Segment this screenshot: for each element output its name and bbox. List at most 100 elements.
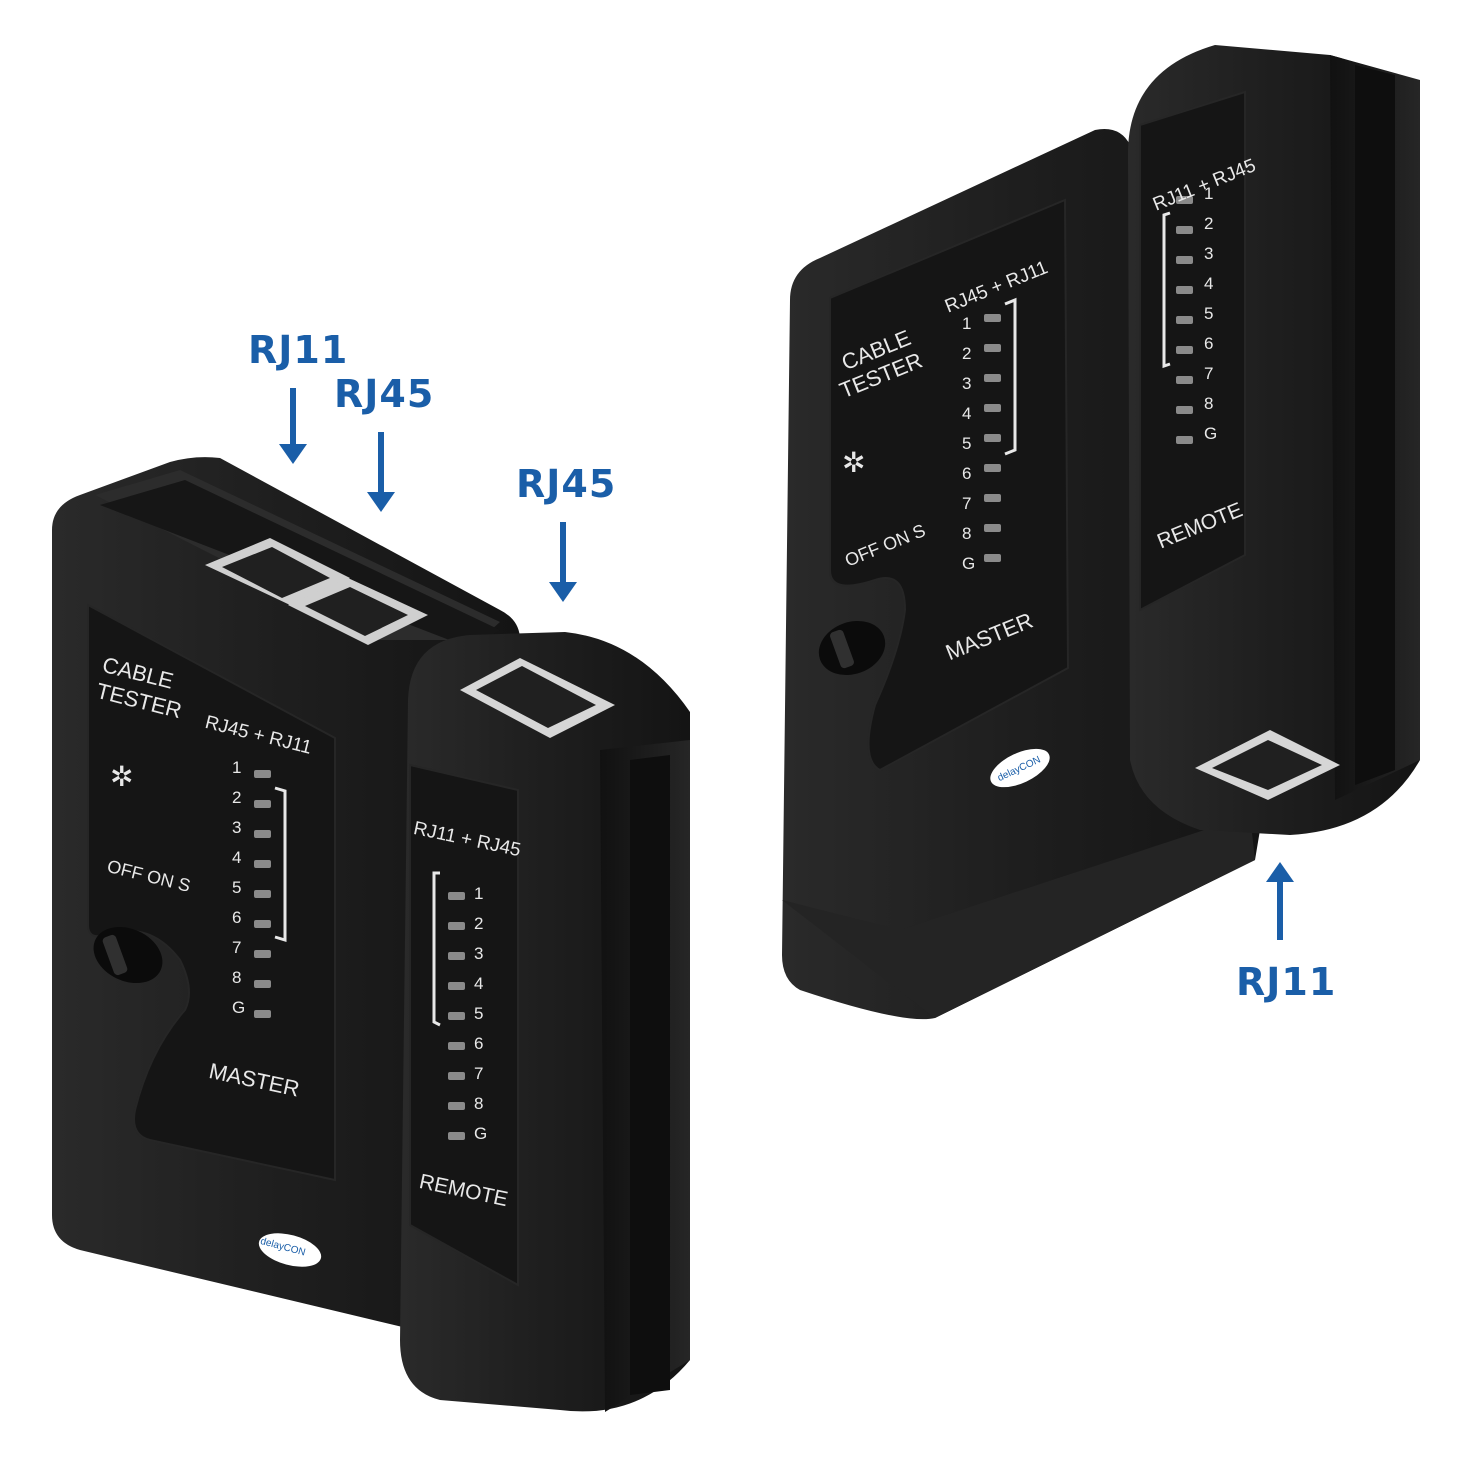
left-remote-pin-label: 2 [474,914,484,933]
right-master-led [984,434,1001,442]
left-master-led [254,800,271,808]
right-master-pin-label: G [962,554,976,573]
right-remote-pin-label: 6 [1204,334,1214,353]
left-remote-led [448,1042,465,1050]
right-remote-led [1176,226,1193,234]
left-remote-pin-label: 4 [474,974,484,993]
right-master-pin-label: 1 [962,314,972,333]
left-remote-led [448,922,465,930]
right-master-pin-label: 4 [962,404,972,423]
right-master-brand-logo [990,748,1050,788]
right-master-led [984,374,1001,382]
arrow-shaft [378,432,384,496]
left-master-led-column [254,770,271,1018]
right-master-pin-label: 6 [962,464,972,483]
right-remote-led [1176,406,1193,414]
right-remote-pin-label: 4 [1204,274,1214,293]
left-master-pin-label: 7 [232,938,242,957]
callout-left-rj45-remote: RJ45 [516,462,617,506]
right-remote-pin-label: 1 [1204,184,1214,203]
arrow-head [367,492,395,512]
left-master-device [52,457,520,1356]
arrow-left-rj45-master [367,432,395,512]
left-remote-device [400,632,690,1412]
left-master-rj45-port [205,538,350,605]
right-remote-led [1176,196,1193,204]
right-remote-led [1176,436,1193,444]
left-master-pin-label: 5 [232,878,242,897]
arrow-left-rj11 [279,388,307,464]
left-remote-led [448,892,465,900]
left-master-led [254,830,271,838]
left-remote-led-column [448,892,465,1140]
left-master-pin-label: 6 [232,908,242,927]
left-remote-led [448,1102,465,1110]
right-master-led [984,494,1001,502]
left-master-led [254,950,271,958]
left-remote-pin-label: 6 [474,1034,484,1053]
left-remote-led [448,952,465,960]
arrow-shaft [560,522,566,586]
arrow-left-rj45-remote [549,522,577,602]
right-master-pin-label: 8 [962,524,972,543]
callout-left-rj45-master: RJ45 [334,372,435,416]
right-master-led [984,314,1001,322]
left-master-pin-label: 3 [232,818,242,837]
right-remote-pin-label: G [1204,424,1218,443]
left-remote-pin-label: G [474,1124,488,1143]
right-remote-pin-label: 7 [1204,364,1214,383]
left-master-brand-logo [258,1233,322,1267]
left-master-pin-label: 2 [232,788,242,807]
left-remote-rj45-port [460,658,615,738]
right-remote-pin-label: 5 [1204,304,1214,323]
left-master-rj11-port [288,578,428,645]
left-master-power-icon: ✲ [110,761,134,792]
callout-right-rj11: RJ11 [1236,960,1337,1004]
right-remote-pin-label: 8 [1204,394,1214,413]
left-master-led [254,890,271,898]
right-remote-rj11-port [1195,730,1340,800]
arrow-shaft [290,388,296,448]
arrow-head [549,582,577,602]
left-master-led [254,860,271,868]
right-master-led [984,524,1001,532]
arrow-head [279,444,307,464]
right-master-pin-label: 7 [962,494,972,513]
right-master-led [984,404,1001,412]
left-remote-led [448,982,465,990]
left-master-pin-label: 4 [232,848,242,867]
right-remote-led [1176,286,1193,294]
left-remote-pin-label: 7 [474,1064,484,1083]
right-master-pin-label: 2 [962,344,972,363]
right-remote-pin-label: 2 [1204,214,1214,233]
right-remote-led [1176,346,1193,354]
right-master-pin-label: 3 [962,374,972,393]
arrow-head [1266,862,1294,882]
right-remote-led [1176,316,1193,324]
left-remote-pin-label: 8 [474,1094,484,1113]
left-remote-pin-label: 3 [474,944,484,963]
left-remote-led [448,1012,465,1020]
left-master-led [254,920,271,928]
left-remote-led [448,1072,465,1080]
left-master-led [254,1010,271,1018]
right-master-led [984,344,1001,352]
left-master-pin-label: G [232,998,246,1017]
right-master-led [984,554,1001,562]
right-master-led-column [984,314,1001,562]
left-master-led [254,770,271,778]
right-remote-device [1128,45,1420,835]
right-remote-led [1176,256,1193,264]
left-master-pin-label: 8 [232,968,242,987]
left-remote-pin-label: 5 [474,1004,484,1023]
right-master-pin-label: 5 [962,434,972,453]
arrow-right-rj11 [1266,862,1294,940]
left-remote-pin-label: 1 [474,884,484,903]
left-remote-led [448,1132,465,1140]
right-master-power-icon: ✲ [842,447,866,478]
right-remote-led-column [1176,196,1193,444]
arrow-shaft [1277,878,1283,940]
right-remote-pin-label: 3 [1204,244,1214,263]
